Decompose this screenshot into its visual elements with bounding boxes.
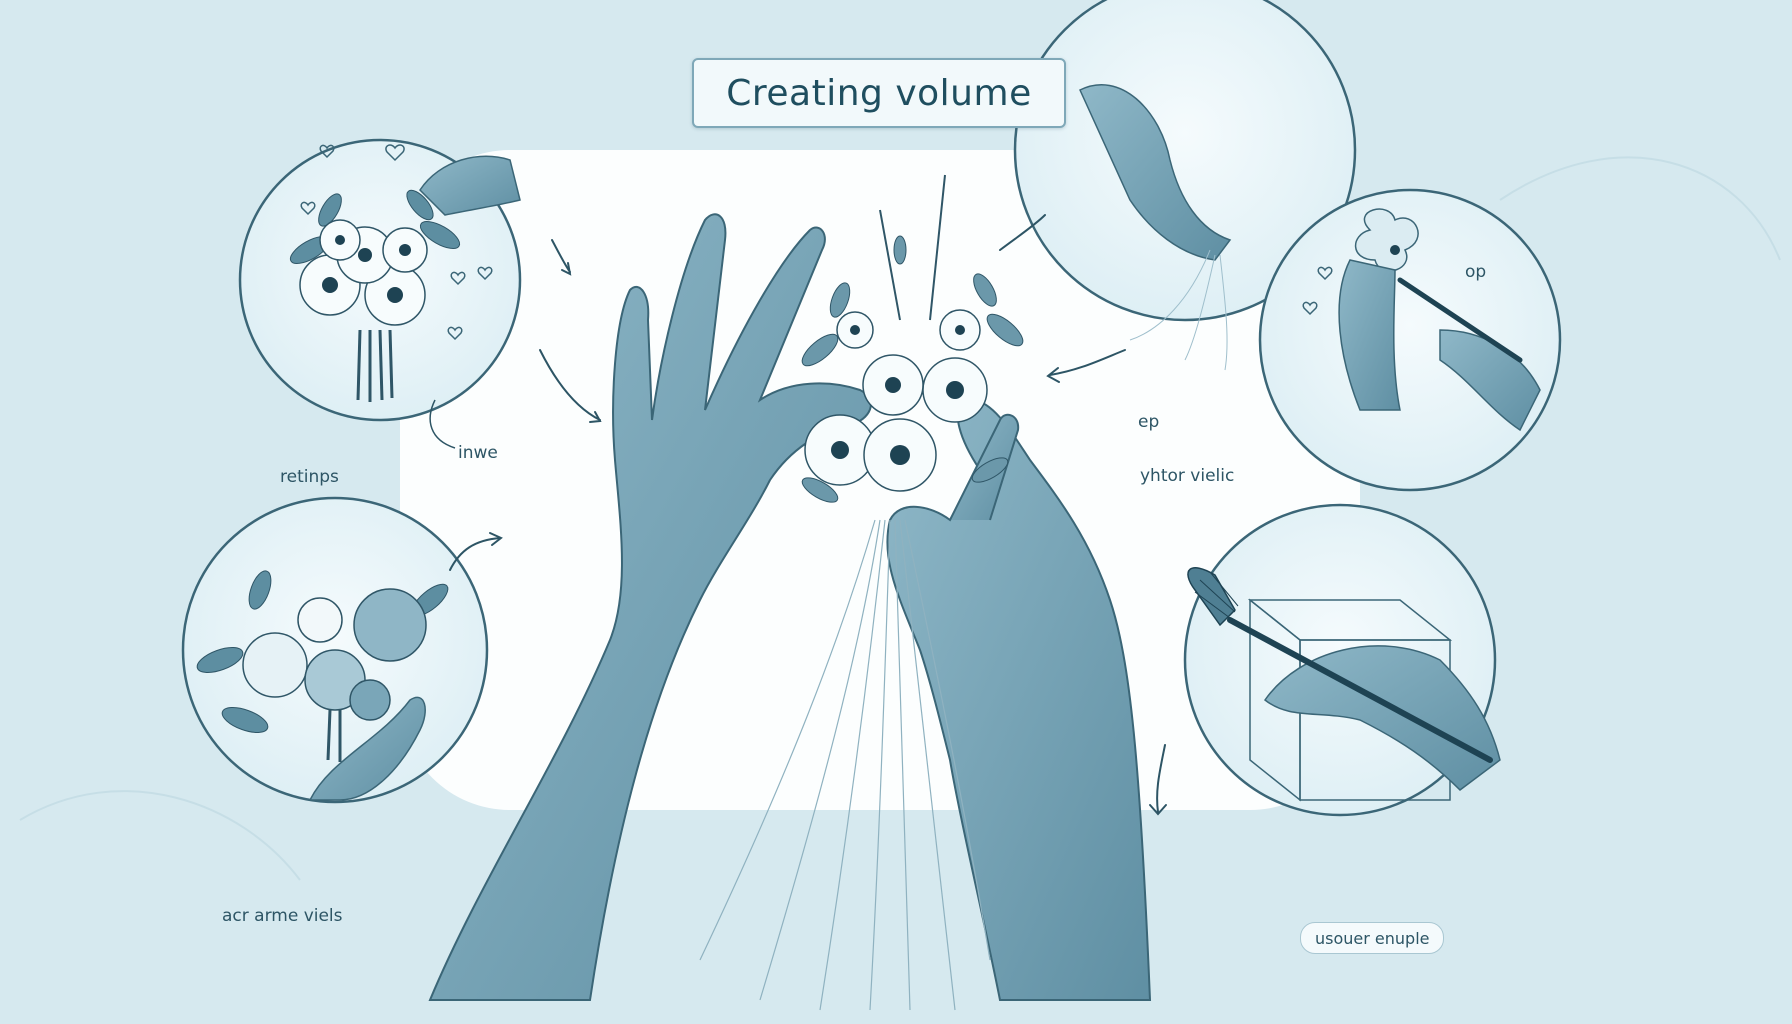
label-right-pill-text: usouer enuple xyxy=(1315,928,1430,948)
label-right-pill: usouer enuple xyxy=(1300,922,1445,954)
label-right-small: ep xyxy=(1138,412,1160,432)
circle-bouquet-lower-left xyxy=(181,496,489,804)
title-banner: Creating volume xyxy=(692,58,1066,128)
circle-brush-box xyxy=(1183,503,1501,817)
label-right-upper: yhtor vielic xyxy=(1140,466,1235,486)
circle-hand-top-right xyxy=(1013,0,1357,371)
label-left-upper-mid: inwe xyxy=(458,443,498,463)
flow-arrows xyxy=(449,214,1167,816)
page-title: Creating volume xyxy=(726,72,1032,114)
circle-bouquet-upper-left xyxy=(238,138,522,422)
label-left-lower: acr arme viels xyxy=(222,906,343,926)
label-left-upper: retinps xyxy=(280,467,339,487)
label-right-circle: op xyxy=(1465,262,1487,282)
circle-petal-brush xyxy=(1258,188,1562,492)
central-hands-bouquet xyxy=(428,174,1152,1011)
